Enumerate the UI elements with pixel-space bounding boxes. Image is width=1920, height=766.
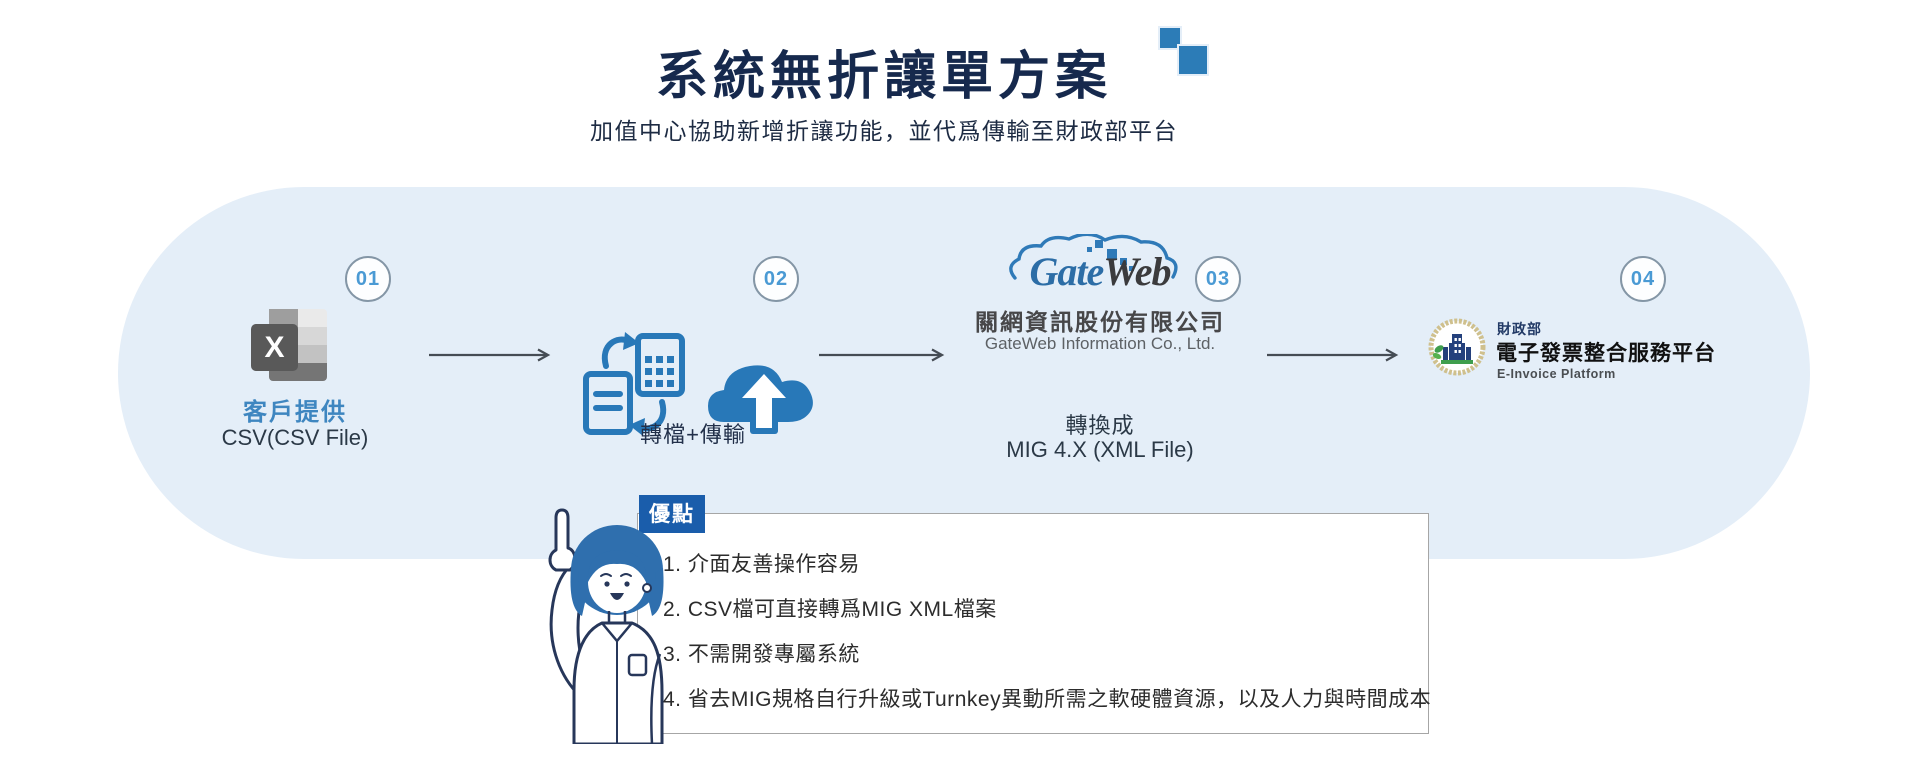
advantages-tag: 優點 bbox=[639, 495, 705, 533]
advantage-item: 3. 不需開發專屬系統 bbox=[663, 643, 860, 666]
einvoice-platform-name: 電子發票整合服務平台 bbox=[1496, 342, 1716, 365]
step1-sublabel: CSV(CSV File) bbox=[221, 425, 369, 450]
step1-label: 客戶提供 bbox=[243, 399, 347, 426]
step3-sublabel: MIG 4.X (XML File) bbox=[1006, 437, 1194, 462]
flow-arrow-icon bbox=[819, 348, 945, 362]
advantages-box bbox=[637, 513, 1429, 734]
ministry-label: 財政部 bbox=[1497, 321, 1542, 337]
flow-arrow-icon bbox=[429, 348, 551, 362]
page-title: 系統無折讓單方案 bbox=[655, 48, 1113, 106]
gateweb-gate-text: Gate bbox=[1029, 249, 1104, 294]
person-illustration bbox=[548, 508, 664, 744]
file-convert-icon bbox=[583, 332, 685, 436]
step2-label: 轉檔+傳輸 bbox=[640, 422, 746, 447]
cloud-upload-icon bbox=[708, 365, 813, 434]
step3-label: 轉換成 bbox=[1065, 413, 1135, 438]
step-badge-04: 04 bbox=[1620, 256, 1666, 302]
excel-file-icon: X bbox=[251, 309, 335, 387]
gateweb-logo: GateWeb bbox=[985, 234, 1215, 306]
gateweb-wordmark: GateWeb bbox=[985, 248, 1215, 295]
flow-arrow-icon bbox=[1267, 348, 1399, 362]
einvoice-platform-logo bbox=[1428, 318, 1486, 376]
excel-x-tile: X bbox=[251, 324, 298, 371]
gateweb-company-name: 關網資訊股份有限公司 bbox=[975, 309, 1225, 335]
gateweb-cloud-icon bbox=[1009, 234, 1178, 280]
step-badge-03: 03 bbox=[1195, 256, 1241, 302]
title-pixel-decoration-icon bbox=[1177, 44, 1209, 76]
page-subtitle: 加值中心協助新增折讓功能，並代爲傳輸至財政部平台 bbox=[590, 118, 1178, 144]
step-badge-02: 02 bbox=[753, 256, 799, 302]
einvoice-platform-name-en: E-Invoice Platform bbox=[1497, 367, 1616, 381]
advantage-item: 2. CSV檔可直接轉爲MIG XML檔案 bbox=[663, 598, 997, 621]
gateweb-company-name-en: GateWeb Information Co., Ltd. bbox=[984, 334, 1216, 353]
advantage-item: 1. 介面友善操作容易 bbox=[663, 553, 860, 576]
flow-pill-background bbox=[118, 187, 1810, 559]
step-badge-01: 01 bbox=[345, 256, 391, 302]
title-pixel-decoration-icon bbox=[1158, 26, 1182, 50]
advantage-item: 4. 省去MIG規格自行升級或Turnkey異動所需之軟硬體資源，以及人力與時間… bbox=[663, 688, 1432, 711]
gateweb-web-text: Web bbox=[1103, 249, 1171, 294]
